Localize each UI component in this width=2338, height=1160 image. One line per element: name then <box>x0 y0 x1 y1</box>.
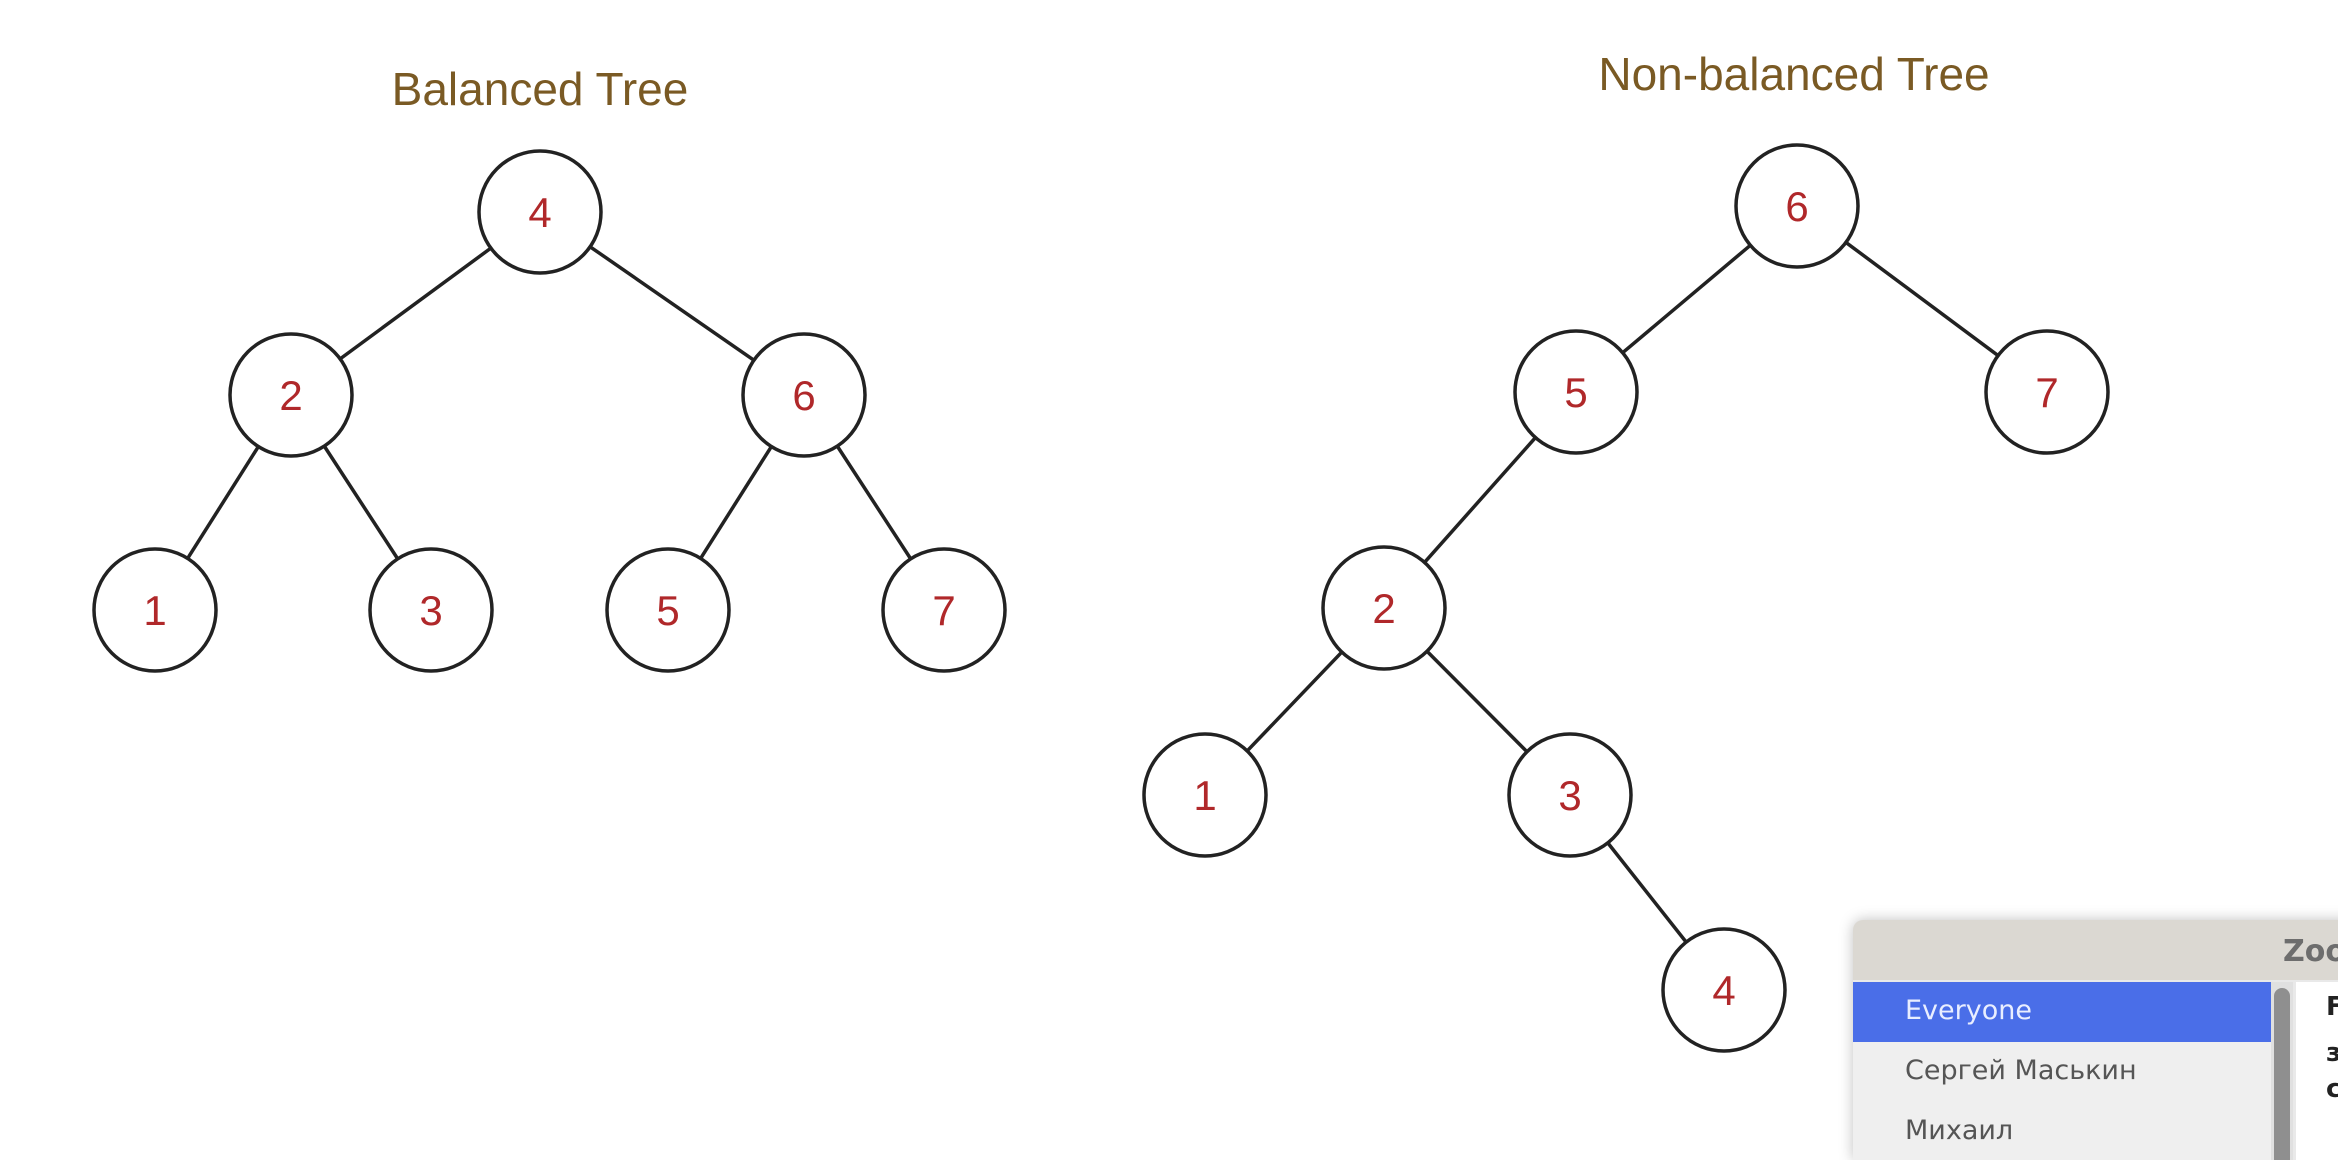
tree-node-label: 6 <box>792 372 815 419</box>
tree-node-label: 4 <box>528 189 551 236</box>
tree-node-2 <box>228 332 354 458</box>
tree-node-7 <box>881 547 1007 673</box>
tree-node-label: 3 <box>1558 772 1581 819</box>
tree-node-1 <box>1142 732 1268 858</box>
participant-item-everyone[interactable]: Everyone <box>1853 982 2271 1042</box>
tree-node-1 <box>92 547 218 673</box>
tree-edge <box>339 246 492 361</box>
tree-edge <box>1606 841 1688 944</box>
tree-edge <box>1423 436 1537 564</box>
zoom-chat-window: Zoo Everyone Сергей Маськин Михаил F з c <box>1853 920 2338 1160</box>
tree-edge <box>835 445 913 560</box>
non-balanced-tree: 6 5 7 2 1 3 4 <box>1142 143 2110 1053</box>
tree-node-6 <box>1734 143 1860 269</box>
tree-node-4 <box>1661 927 1787 1053</box>
tree-edge <box>589 245 755 362</box>
zoom-title-bar[interactable]: Zoo <box>1853 920 2338 980</box>
non-balanced-tree-title: Non-balanced Tree <box>1598 48 1989 100</box>
tree-node-7 <box>1984 329 2110 455</box>
chat-text: F <box>2326 992 2338 1022</box>
tree-node-5 <box>1513 329 1639 455</box>
tree-edge <box>1425 650 1529 753</box>
tree-node-label: 3 <box>419 587 442 634</box>
tree-edge <box>1621 243 1752 355</box>
tree-edge <box>1844 241 2000 357</box>
participant-list-scrollbar[interactable] <box>2271 982 2293 1160</box>
tree-node-label: 4 <box>1712 967 1735 1014</box>
tree-node-6 <box>741 332 867 458</box>
tree-node-label: 7 <box>932 587 955 634</box>
participant-item[interactable]: Сергей Маськин <box>1905 1055 2137 1086</box>
tree-node-label: 5 <box>1564 369 1587 416</box>
tree-node-label: 2 <box>1372 585 1395 632</box>
tree-node-4 <box>477 149 603 275</box>
tree-node-5 <box>605 547 731 673</box>
chat-text: з <box>2326 1038 2338 1068</box>
chat-pane: F з c <box>2296 982 2338 1160</box>
tree-node-label: 1 <box>143 587 166 634</box>
tree-node-label: 6 <box>1785 183 1808 230</box>
tree-node-3 <box>1507 732 1633 858</box>
participant-item[interactable]: Михаил <box>1905 1115 2014 1146</box>
tree-edge <box>322 445 400 560</box>
scrollbar-thumb[interactable] <box>2274 988 2290 1160</box>
tree-node-2 <box>1321 545 1447 671</box>
balanced-tree-title: Balanced Tree <box>392 63 689 115</box>
tree-node-label: 5 <box>656 587 679 634</box>
tree-edge <box>186 445 260 560</box>
tree-node-label: 2 <box>279 372 302 419</box>
chat-text: c <box>2326 1074 2338 1104</box>
tree-edge <box>699 445 773 560</box>
tree-node-label: 7 <box>2035 369 2058 416</box>
balanced-tree: 4 2 6 1 3 5 7 <box>92 149 1007 673</box>
tree-node-label: 1 <box>1193 772 1216 819</box>
participant-list: Everyone Сергей Маськин Михаил <box>1853 982 2271 1160</box>
zoom-window-title: Zoo <box>2283 934 2338 969</box>
tree-edge <box>1245 650 1344 753</box>
tree-node-3 <box>368 547 494 673</box>
